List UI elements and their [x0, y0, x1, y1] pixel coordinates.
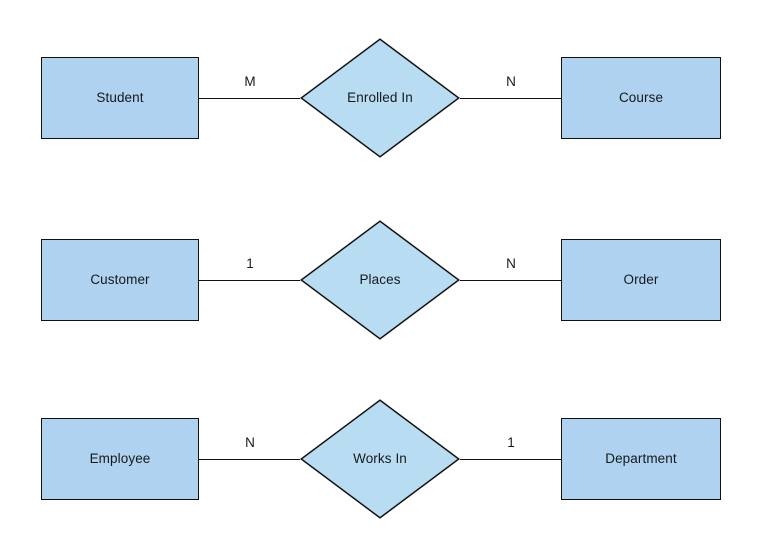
cardinality-label-student-side: M [244, 74, 256, 89]
entity-label-order: Order [623, 272, 659, 288]
entity-box-department[interactable]: Department [561, 418, 721, 500]
entity-box-customer[interactable]: Customer [41, 239, 199, 321]
connector-line-places-order [460, 280, 561, 281]
cardinality-label-course-side: N [506, 74, 516, 89]
entity-box-order[interactable]: Order [561, 239, 721, 321]
cardinality-label-order-side: N [506, 256, 516, 271]
cardinality-label-customer-side: 1 [246, 256, 254, 271]
connector-line-student-enrolled-in [199, 98, 300, 99]
relationship-row-customer-order: Customer 1 Places N Order [0, 215, 761, 345]
entity-label-customer: Customer [90, 272, 150, 288]
relationship-diamond-enrolled-in[interactable]: Enrolled In [300, 38, 460, 158]
connector-line-customer-places [199, 280, 300, 281]
relationship-diamond-places[interactable]: Places [300, 220, 460, 340]
cardinality-label-employee-side: N [245, 435, 255, 450]
connector-line-works-in-department [460, 459, 561, 460]
relationship-row-employee-department: Employee N Works In 1 Department [0, 394, 761, 524]
cardinality-label-department-side: 1 [507, 435, 515, 450]
relationship-row-student-course: Student M Enrolled In N Course [0, 33, 761, 163]
entity-box-employee[interactable]: Employee [41, 418, 199, 500]
connector-line-employee-works-in [199, 459, 300, 460]
entity-label-employee: Employee [89, 451, 151, 467]
entity-box-course[interactable]: Course [561, 57, 721, 139]
entity-label-course: Course [618, 90, 664, 106]
connector-line-enrolled-in-course [460, 98, 561, 99]
entity-label-student: Student [96, 90, 144, 106]
entity-box-student[interactable]: Student [41, 57, 199, 139]
relationship-diamond-works-in[interactable]: Works In [300, 399, 460, 519]
entity-label-department: Department [605, 451, 677, 467]
